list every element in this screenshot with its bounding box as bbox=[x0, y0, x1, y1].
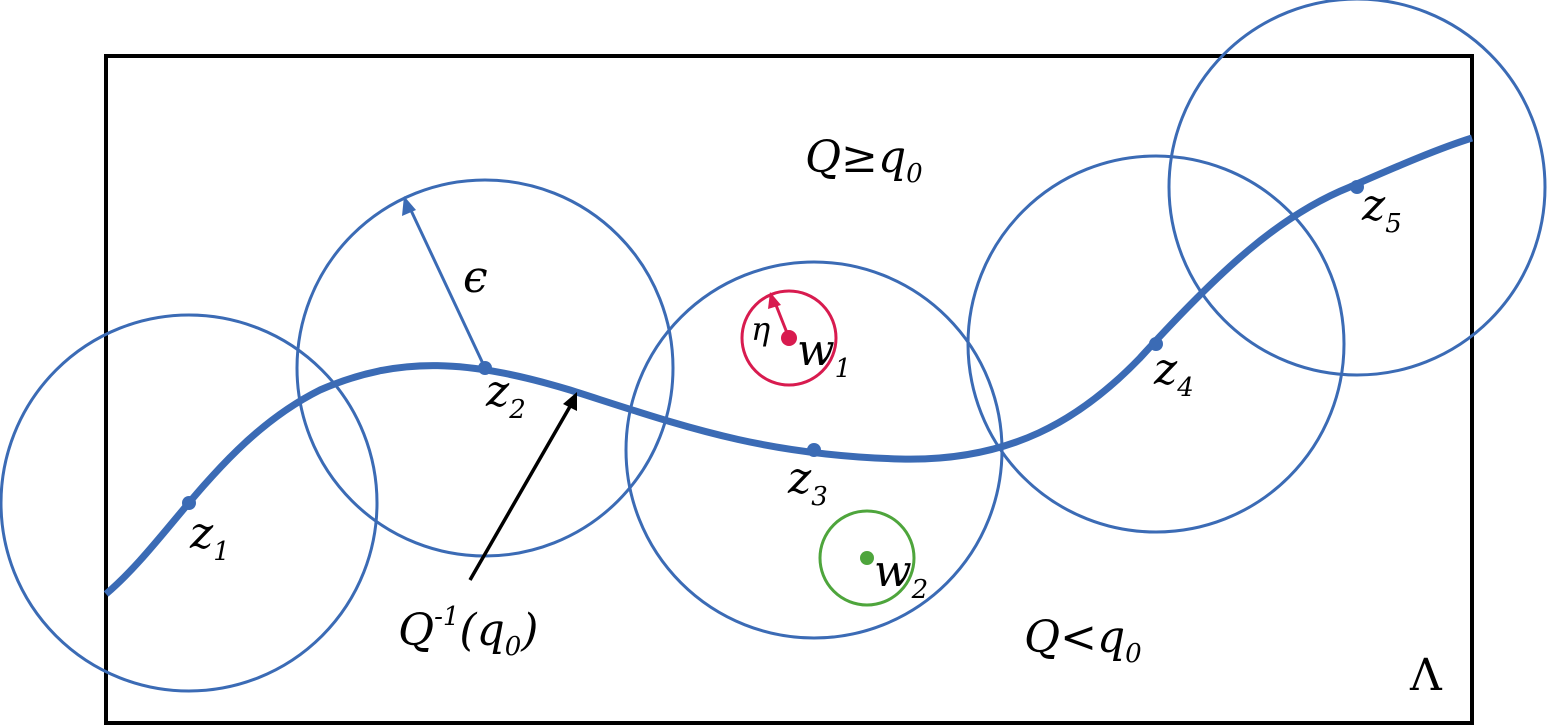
label-z5: z5 bbox=[1361, 180, 1402, 239]
epsilon-circle-z4 bbox=[966, 154, 1346, 534]
eta-circle-w1 bbox=[740, 289, 838, 387]
point-z4 bbox=[1149, 337, 1163, 351]
label-w1: w1 bbox=[797, 325, 851, 384]
region-upper-label: Q≥q0 bbox=[805, 132, 923, 189]
epsilon-radius-line bbox=[406, 203, 487, 369]
label-z3: z3 bbox=[787, 453, 828, 512]
label-z4: z4 bbox=[1153, 344, 1194, 403]
region-lower-label: Q<q0 bbox=[1024, 612, 1142, 669]
level-set-curve bbox=[103, 134, 1474, 597]
level-set-label: Q-1(q0) bbox=[398, 602, 538, 662]
point-z5 bbox=[1350, 180, 1364, 194]
eta-circle-w2 bbox=[818, 509, 916, 607]
point-w2 bbox=[860, 551, 874, 565]
label-z2: z2 bbox=[485, 366, 526, 425]
domain-label: Λ bbox=[1409, 650, 1443, 701]
eta-label: η bbox=[751, 310, 770, 348]
level-set-pointer-head bbox=[563, 392, 577, 411]
epsilon-circle-z1 bbox=[0, 313, 379, 693]
epsilon-arrow-head bbox=[402, 196, 416, 216]
epsilon-circle-z5 bbox=[1167, 0, 1547, 377]
epsilon-label: ϵ bbox=[463, 252, 488, 303]
point-z1 bbox=[182, 496, 196, 510]
point-z3 bbox=[807, 443, 821, 457]
label-z1: z1 bbox=[189, 508, 230, 567]
label-w2: w2 bbox=[874, 546, 928, 605]
eta-arrow-head bbox=[768, 292, 781, 309]
domain-frame bbox=[104, 54, 1474, 725]
level-set-pointer-line bbox=[468, 402, 574, 581]
